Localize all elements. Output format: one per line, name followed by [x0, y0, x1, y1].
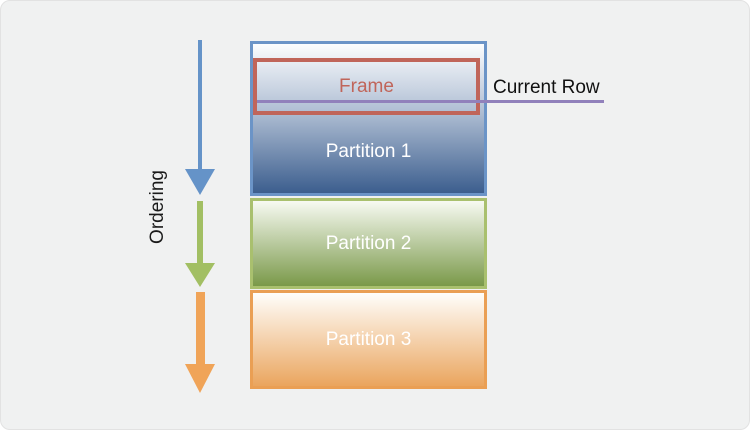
partition-1-box: Partition 1	[250, 41, 487, 196]
partition-3-label: Partition 3	[325, 328, 412, 350]
arrow-shaft	[198, 40, 202, 171]
partition-3-box: Partition 3	[250, 290, 487, 389]
arrow-shaft	[196, 292, 205, 366]
partition-2-box: Partition 2	[250, 198, 487, 289]
arrow-down-icon	[185, 263, 215, 287]
arrow-shaft	[197, 201, 203, 265]
frame-box: Frame	[253, 58, 480, 115]
arrow-down-icon	[185, 364, 215, 393]
current-row-label: Current Row	[493, 77, 600, 98]
arrow-down-icon	[185, 169, 215, 195]
ordering-label: Ordering	[147, 170, 168, 244]
frame-label: Frame	[339, 75, 394, 97]
partition-2-label: Partition 2	[325, 232, 412, 254]
current-row-line	[257, 100, 604, 103]
partition-1-label: Partition 1	[325, 141, 412, 162]
